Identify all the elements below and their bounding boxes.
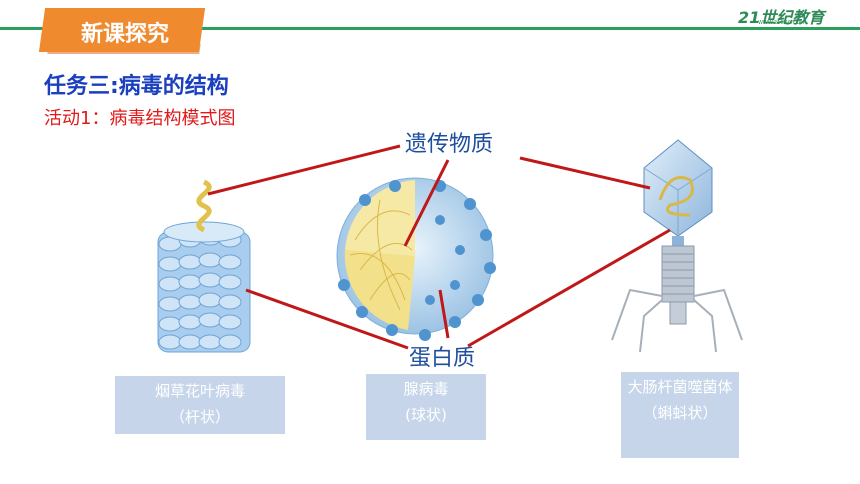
bacteriophage-illustration [611,139,743,353]
adenovirus-illustration [336,177,496,341]
caption-shape: (球状) [405,406,447,424]
caption-name: 腺病毒 [403,380,449,398]
brand-logo: 21世纪教育 [738,8,825,27]
section-tab-label: 新课探究 [80,22,169,47]
activity-subtitle: 活动1：病毒结构模式图 [44,108,236,129]
caption-shape: （蝌蚪状） [642,404,718,422]
brand-logo-sub: WWW.21CNJY.COM [758,20,805,26]
page-title: 任务三:病毒的结构 [44,74,229,99]
caption-shape: （杆状） [169,408,230,426]
tobacco-mosaic-virus-illustration [157,179,251,353]
caption-adenovirus: 腺病毒 (球状) [366,374,486,440]
label-genetic-material: 遗传物质 [405,132,494,157]
header-divider [0,27,860,30]
caption-name: 大肠杆菌噬菌体 [627,378,733,396]
label-protein: 蛋白质 [409,346,476,371]
pointer-lines [207,144,671,350]
caption-tobacco-mosaic: 烟草花叶病毒 （杆状） [115,376,285,434]
caption-name: 烟草花叶病毒 [154,382,245,400]
caption-bacteriophage: 大肠杆菌噬菌体 （蝌蚪状） [621,372,739,458]
